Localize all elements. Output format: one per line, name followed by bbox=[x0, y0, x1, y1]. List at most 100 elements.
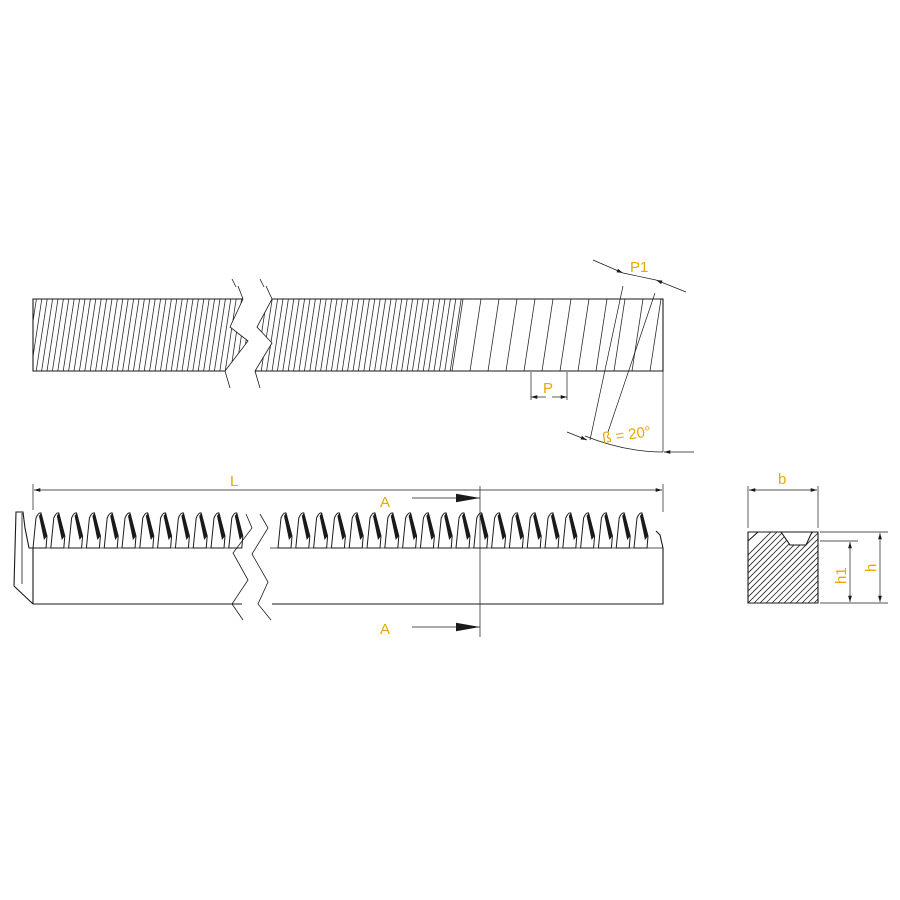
tooth-line bbox=[138, 299, 151, 371]
tooth-line bbox=[309, 299, 322, 371]
top-view-teeth-dense bbox=[255, 299, 462, 371]
tooth-line bbox=[255, 299, 257, 371]
tooth-flank bbox=[110, 513, 119, 540]
tooth-flank bbox=[92, 513, 101, 540]
tooth-line bbox=[62, 299, 75, 371]
tooth-line bbox=[287, 299, 300, 371]
tooth bbox=[544, 512, 560, 549]
side-view-right-end bbox=[655, 530, 664, 549]
tooth-line bbox=[149, 299, 161, 371]
tooth-line bbox=[577, 299, 590, 371]
tooth-line bbox=[255, 299, 262, 371]
tooth-line bbox=[266, 299, 278, 371]
tooth-line bbox=[187, 299, 199, 371]
tooth-line bbox=[363, 299, 376, 371]
tooth bbox=[210, 512, 226, 549]
tooth-line bbox=[444, 299, 457, 371]
section-hatch-line bbox=[765, 532, 818, 603]
tooth-line bbox=[208, 299, 221, 371]
section-hatch-line bbox=[880, 523, 900, 603]
tooth-line bbox=[127, 299, 140, 371]
tooth-line bbox=[428, 299, 440, 371]
tooth-flank bbox=[408, 513, 417, 540]
normal-pitch-label: P1 bbox=[630, 259, 648, 276]
tooth-line bbox=[116, 299, 129, 371]
tooth-line bbox=[203, 299, 215, 371]
section-hatch-line bbox=[759, 532, 818, 603]
tooth-line bbox=[170, 299, 183, 371]
tooth-line bbox=[433, 299, 446, 371]
section-hatch-line bbox=[874, 523, 900, 603]
section-hatch-line bbox=[748, 532, 805, 603]
tooth-flank bbox=[462, 513, 470, 540]
tooth-line bbox=[417, 299, 430, 371]
tooth-flank bbox=[390, 513, 399, 540]
tooth-flank bbox=[199, 513, 208, 540]
tooth-flank bbox=[163, 513, 172, 540]
tooth-line bbox=[143, 299, 156, 371]
tooth bbox=[562, 512, 578, 549]
tooth-line bbox=[197, 299, 210, 371]
tooth-line bbox=[487, 299, 500, 371]
tooth bbox=[313, 512, 329, 549]
tooth-flank bbox=[515, 513, 524, 540]
helix-angle-label: ß = 20° bbox=[601, 423, 652, 447]
tooth-flank bbox=[533, 513, 542, 540]
tooth-line bbox=[406, 299, 419, 371]
tooth-flank bbox=[622, 513, 631, 540]
tooth bbox=[526, 512, 542, 549]
section-hatch-line bbox=[813, 532, 818, 603]
tooth-flank bbox=[355, 513, 364, 540]
tooth-line bbox=[390, 299, 403, 371]
top-view bbox=[32, 278, 664, 389]
tooth-line bbox=[325, 299, 338, 371]
tooth bbox=[366, 512, 382, 549]
section-hatch-line bbox=[844, 523, 900, 603]
tooth-line bbox=[469, 299, 482, 371]
section-hatch-line bbox=[868, 523, 900, 603]
length-dimension: L bbox=[32, 473, 664, 512]
section-hatch-line bbox=[753, 532, 818, 603]
tooth-line bbox=[176, 299, 188, 371]
tooth bbox=[157, 512, 173, 549]
tooth-line bbox=[304, 299, 316, 371]
width-label: b bbox=[778, 471, 786, 488]
top-view-outline-right bbox=[255, 298, 664, 372]
section-hatch-line bbox=[832, 523, 900, 603]
tooth bbox=[174, 512, 190, 549]
section-hatch-line bbox=[801, 532, 818, 603]
break-dash-left bbox=[231, 278, 237, 288]
tooth-line bbox=[95, 299, 107, 371]
tooth-line bbox=[160, 299, 172, 371]
tooth bbox=[139, 512, 155, 549]
break-line-left bbox=[224, 285, 249, 389]
tooth-flank bbox=[56, 513, 65, 540]
tooth-line bbox=[649, 299, 662, 371]
side-view-left-end bbox=[13, 511, 34, 605]
tooth-flank bbox=[426, 513, 435, 540]
tooth-flank bbox=[181, 513, 190, 540]
tooth-line bbox=[219, 299, 232, 371]
tooth-line bbox=[46, 299, 59, 371]
tooth-line bbox=[57, 299, 70, 371]
tooth-line bbox=[68, 299, 80, 371]
tooth-line bbox=[33, 299, 37, 371]
tooth-flank bbox=[373, 513, 381, 540]
side-view bbox=[13, 511, 664, 621]
side-view-teeth bbox=[32, 512, 663, 549]
tooth-line bbox=[73, 299, 86, 371]
tooth-flank bbox=[444, 513, 453, 540]
section-hatch-line bbox=[748, 532, 781, 603]
tooth-line bbox=[505, 299, 518, 371]
tooth-flank bbox=[604, 513, 613, 540]
tooth-line bbox=[449, 299, 462, 371]
tooth-line bbox=[84, 299, 97, 371]
section-hatch-line bbox=[748, 532, 793, 603]
tooth-line bbox=[631, 299, 644, 371]
tooth bbox=[32, 512, 48, 549]
transverse-pitch-dimension: P bbox=[530, 372, 568, 400]
tooth-base-height-label: h1 bbox=[833, 567, 850, 584]
tooth-flank bbox=[74, 513, 83, 540]
tooth-line bbox=[271, 299, 284, 371]
tooth bbox=[597, 512, 613, 549]
